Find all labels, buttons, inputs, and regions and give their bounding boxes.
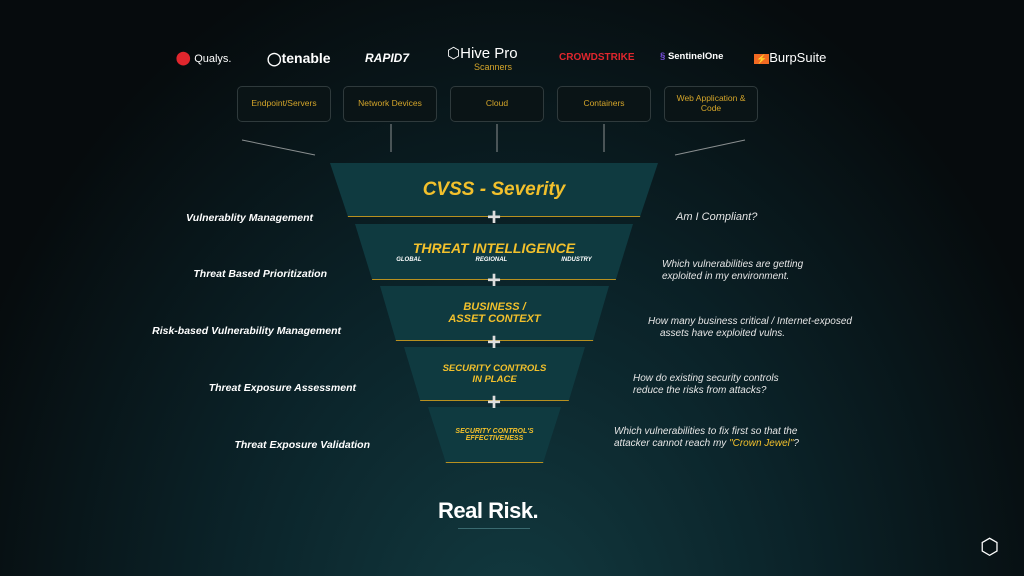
source-endpoint: Endpoint/Servers <box>237 86 331 122</box>
tier-business-context: BUSINESS /ASSET CONTEXT <box>380 286 609 341</box>
right-label: Which vulnerabilities to fix first so th… <box>614 426 799 449</box>
burpsuite-logo: ⚡BurpSuite <box>754 50 827 65</box>
left-label: Threat Exposure Assessment <box>208 382 356 394</box>
left-label: Risk-based Vulnerability Management <box>152 325 341 337</box>
right-label: How many business critical / Internet-ex… <box>648 316 852 339</box>
hivepro-logo: ⬡Hive Pro <box>447 45 518 62</box>
left-label: Threat Exposure Validation <box>234 439 370 451</box>
footer-underline <box>458 528 530 529</box>
plus-icon: + <box>486 329 501 356</box>
qualys-logo: ⬤ Qualys. <box>176 50 232 65</box>
plus-icon: + <box>486 204 501 231</box>
left-label: Vulnerablity Management <box>185 212 313 224</box>
tenable-logo: ◯tenable <box>267 50 331 66</box>
connector-arrows <box>241 124 746 156</box>
source-containers: Containers <box>557 86 651 122</box>
source-webapp: Web Application & Code <box>664 86 758 122</box>
tier-cvss: CVSS - Severity <box>330 163 658 217</box>
source-network: Network Devices <box>343 86 437 122</box>
crowdstrike-logo: CROWDSTRIKE <box>559 52 635 63</box>
footer-title: Real Risk. <box>438 498 539 523</box>
right-label: Am I Compliant? <box>676 211 758 223</box>
scanners-label: Scanners <box>474 62 513 72</box>
plus-icon: + <box>486 389 501 416</box>
rapid7-logo: RAPID7 <box>365 51 410 65</box>
plus-icon: + <box>486 267 501 294</box>
source-cloud: Cloud <box>450 86 544 122</box>
hivepro-hex-icon: ⬡ <box>980 534 1000 559</box>
left-label: Threat Based Prioritization <box>193 268 327 280</box>
sentinelone-logo: § SentinelOne <box>660 51 724 62</box>
